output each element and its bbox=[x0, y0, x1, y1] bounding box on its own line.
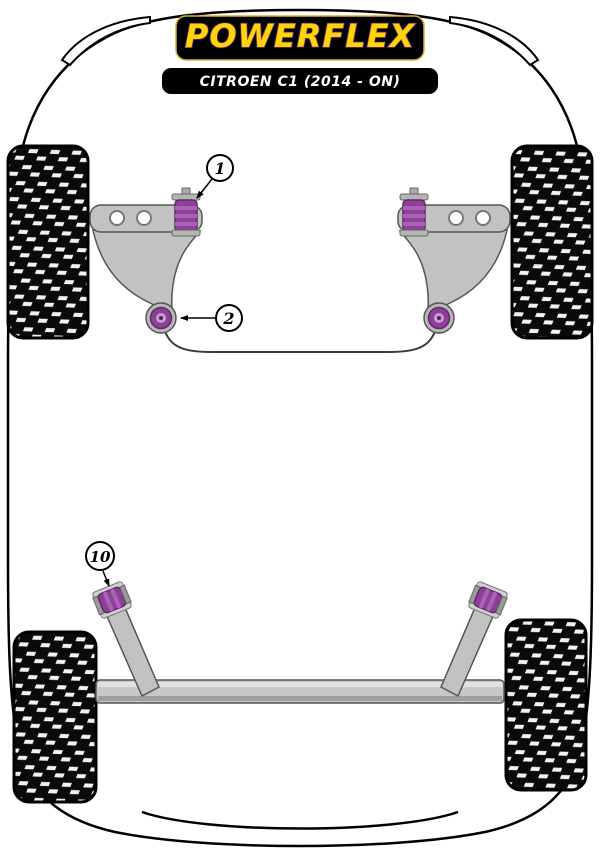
front-detail-line-left bbox=[60, 15, 151, 67]
rear-bush-right bbox=[468, 581, 508, 619]
powerflex-logo-plate: POWERFLEX bbox=[175, 15, 425, 61]
callout-1-circle bbox=[206, 154, 234, 182]
tire-rear-right bbox=[504, 618, 588, 792]
wishbone-hole bbox=[475, 210, 491, 226]
front-bush-left bbox=[171, 187, 201, 237]
callout-10-circle bbox=[85, 541, 115, 571]
wishbone-front-right bbox=[397, 204, 511, 321]
front-bush-right bbox=[399, 187, 429, 237]
powerflex-logo-text: POWERFLEX bbox=[185, 17, 416, 55]
callout-2-circle bbox=[215, 304, 243, 332]
tire-front-left bbox=[6, 144, 90, 340]
front-detail-line-right bbox=[449, 15, 540, 67]
callout-1-arrow bbox=[196, 178, 213, 199]
tire-rear-left bbox=[12, 630, 98, 804]
tire-front-right bbox=[510, 144, 594, 340]
callout-1: 1 bbox=[196, 154, 234, 199]
callout-10: 10 bbox=[85, 541, 115, 587]
wishbone-hole bbox=[136, 210, 152, 226]
model-plate: CITROEN C1 (2014 - ON) bbox=[162, 68, 438, 94]
callout-10-label: 10 bbox=[90, 548, 111, 566]
ball-joint-front-right bbox=[423, 302, 455, 334]
wishbone-hole bbox=[448, 210, 464, 226]
callout-2-label: 2 bbox=[222, 309, 234, 328]
callout-2: 2 bbox=[180, 304, 243, 332]
ball-joint-front-left bbox=[145, 302, 177, 334]
rear-beam bbox=[95, 679, 505, 704]
rear-bush-left bbox=[92, 581, 132, 619]
callout-1-label: 1 bbox=[214, 159, 225, 178]
callout-10-arrow bbox=[102, 570, 110, 587]
model-plate-text: CITROEN C1 (2014 - ON) bbox=[200, 74, 401, 90]
wishbone-hole bbox=[109, 210, 125, 226]
rear-bumper-line bbox=[141, 810, 459, 830]
